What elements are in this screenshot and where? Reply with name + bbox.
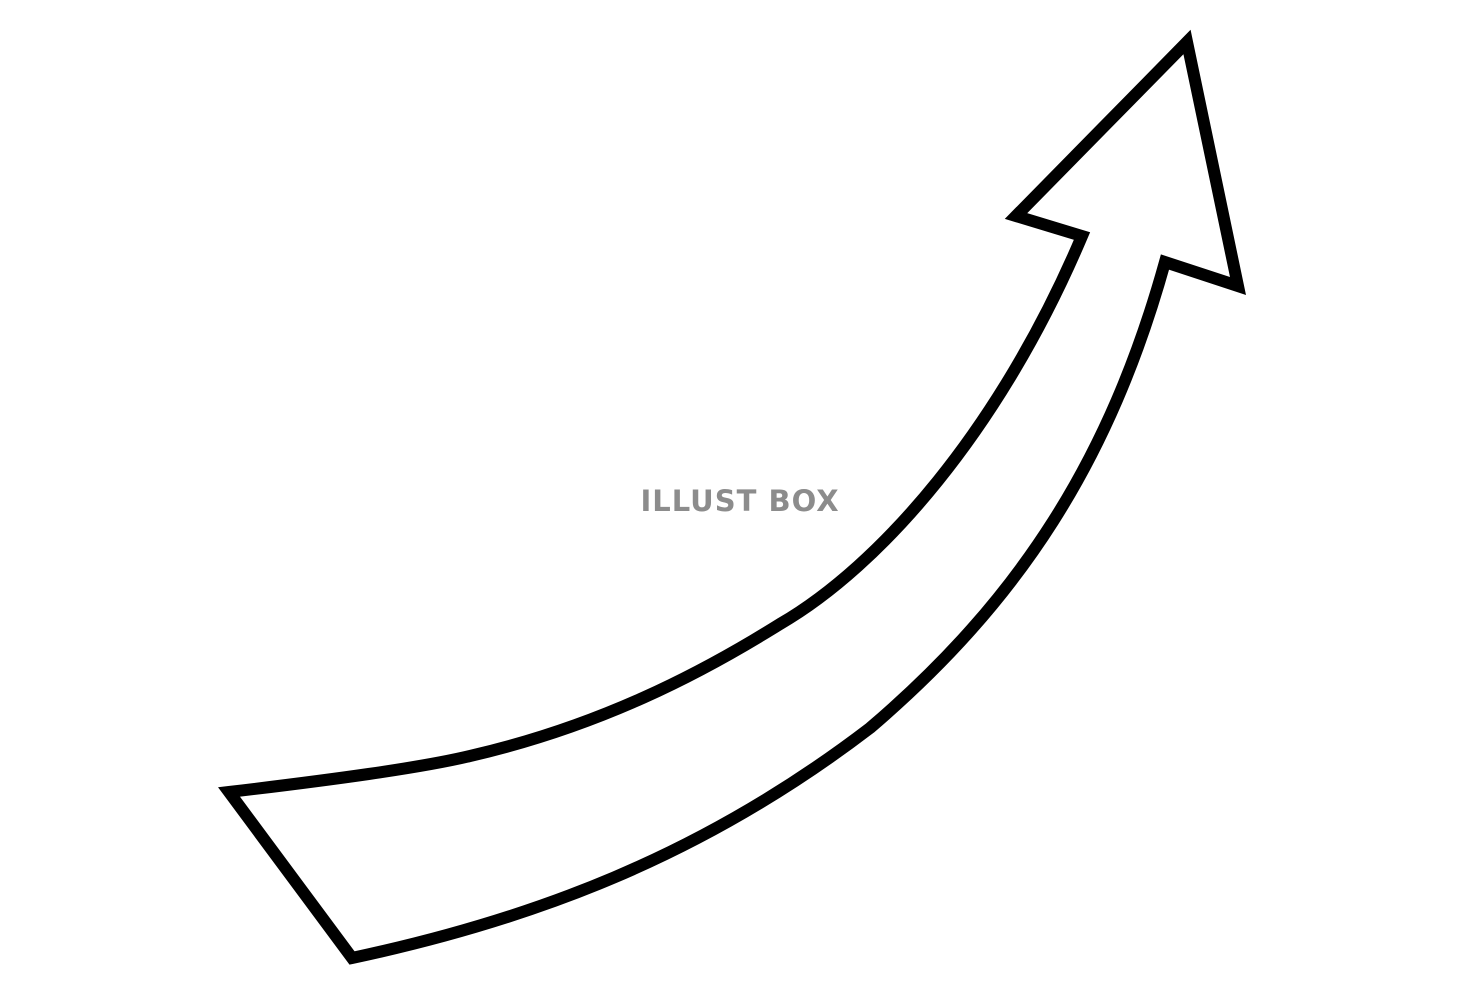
curved-up-arrow-icon	[218, 29, 1246, 965]
